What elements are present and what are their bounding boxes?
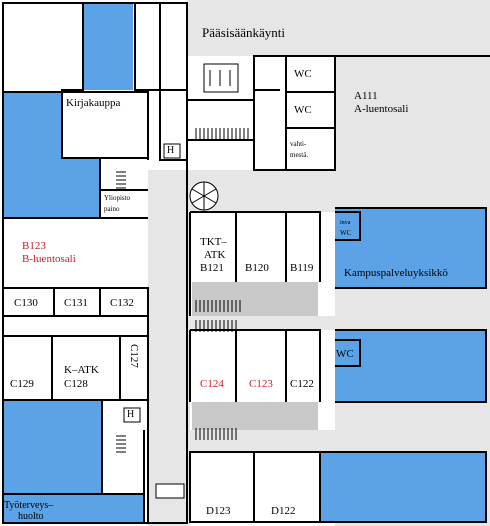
main-entrance-label: Pääsisäänkäynti <box>202 25 286 40</box>
corridor-strip-mid <box>190 316 335 330</box>
d123-label: D123 <box>206 505 231 517</box>
print-shop-label-2: paino <box>104 205 120 213</box>
elevator-north-label: H <box>167 145 175 156</box>
c129-label: C129 <box>10 378 34 390</box>
d122-label: D122 <box>271 505 296 517</box>
c127-label: C127 <box>128 344 140 368</box>
spiral-staircase <box>189 181 219 211</box>
elevator-south-label: H <box>127 409 135 420</box>
b123-code-label: B123 <box>22 240 46 252</box>
room-west-blue-small <box>62 158 100 180</box>
c123-label: C123 <box>249 378 273 390</box>
b120-label: B120 <box>245 262 269 274</box>
stair-area-low <box>192 402 318 430</box>
central-corridor <box>148 170 190 526</box>
wc-label-2: WC <box>294 104 312 116</box>
occupational-health-label-2: huolto <box>18 511 44 522</box>
tktatk-label-2: ATK <box>204 249 226 261</box>
katk-label: K–ATK <box>64 364 99 376</box>
a111-code-label: A111 <box>354 90 378 102</box>
c122-label: C122 <box>290 378 314 390</box>
room-east-blue-low <box>320 452 486 522</box>
east-corridor <box>335 56 490 526</box>
elevator-north-box <box>163 143 181 159</box>
a111-name-label: A-luentosali <box>354 103 409 115</box>
b119-label: B119 <box>290 262 314 274</box>
occupational-health-label-1: Työterveys– <box>4 500 54 511</box>
c130-label: C130 <box>14 297 38 309</box>
room-b123 <box>4 218 148 288</box>
room-west-blue-lower <box>4 400 102 494</box>
c124-label: C124 <box>200 378 224 390</box>
room-northwest-blue <box>83 4 133 90</box>
tktatk-label-1: TKT– <box>200 236 227 248</box>
room-west-blue-top <box>4 92 62 158</box>
corridor-strip-low <box>190 430 335 452</box>
campus-services-label: Kampuspalveluyksikkö <box>344 267 448 279</box>
inva-wc-label-2: WC <box>340 229 352 237</box>
bookstore-label: Kirjakauppa <box>66 97 121 109</box>
c131-label: C131 <box>64 297 88 309</box>
print-shop-label-1: Yliopisto <box>104 194 131 202</box>
elevator-south-box <box>123 407 141 423</box>
entrance-doors <box>155 63 239 499</box>
c128-label: C128 <box>64 378 88 390</box>
inva-wc-label-1: inva <box>340 220 351 226</box>
wc-label-1: WC <box>294 68 312 80</box>
stair-area-top <box>192 282 318 316</box>
b123-name-label: B-luentosali <box>22 253 76 265</box>
lobby-label-1: vahti- <box>290 140 307 148</box>
stair-treads <box>116 128 249 453</box>
c132-label: C132 <box>110 297 134 309</box>
north-courtyard <box>187 0 490 56</box>
lobby-label-2: mestä. <box>290 151 309 159</box>
b121-label: B121 <box>200 262 224 274</box>
wc-label-3: WC <box>336 348 354 360</box>
room-sw-blue <box>4 494 144 522</box>
